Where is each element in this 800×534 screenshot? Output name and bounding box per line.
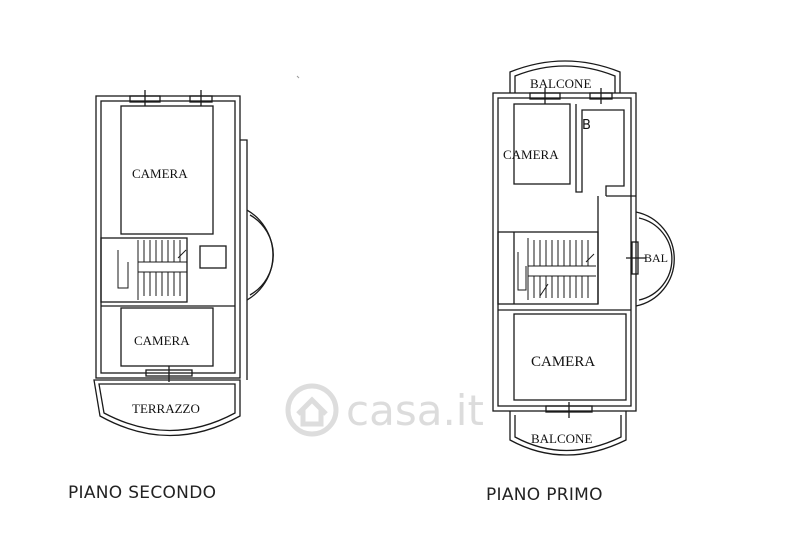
room-b	[575, 104, 625, 196]
label-camera-bottom: CAMERA	[134, 333, 190, 348]
watermark: casa.it	[285, 383, 484, 437]
terrazzo-outline	[93, 379, 241, 437]
balcone-bottom-inner	[514, 415, 622, 452]
outer-wall	[492, 92, 637, 412]
floor-title-first: PIANO PRIMO	[486, 485, 603, 505]
plan-first-floor	[492, 60, 675, 456]
watermark-text: casa.it	[346, 386, 484, 435]
label-camera-top: CAMERA	[132, 166, 188, 181]
floor-title-second: PIANO SECONDO	[68, 483, 216, 503]
stair-treads	[517, 238, 596, 300]
window-mark-bottom	[545, 402, 593, 418]
side-bal-arc-inner	[638, 217, 673, 301]
room-camera-top	[120, 105, 214, 235]
room-camera-main	[513, 313, 627, 401]
side-bal-arc	[635, 211, 675, 307]
watermark-logo-icon	[285, 383, 339, 437]
stair-treads	[117, 240, 187, 300]
plan-second-floor	[93, 90, 274, 437]
room-camera-bottom	[120, 307, 214, 367]
stair-block	[497, 231, 599, 305]
side-bay-arc-inner	[249, 214, 274, 296]
window-mark-bottom	[145, 366, 193, 382]
label-balcone-top: BALCONE	[530, 76, 591, 91]
terrazzo-inner	[98, 383, 236, 432]
label-camera-main: CAMERA	[531, 354, 595, 370]
label-bal: BAL	[644, 251, 668, 265]
outer-wall	[95, 95, 241, 379]
inner-wall	[100, 100, 236, 374]
label-balcone-bottom: BALCONE	[531, 431, 592, 446]
window-marks-top	[129, 90, 213, 106]
label-b: B	[582, 118, 591, 133]
stray-mark	[296, 75, 300, 79]
side-bay	[240, 139, 248, 380]
balcone-bottom-outline	[509, 411, 627, 456]
room-camera-top	[513, 103, 571, 185]
balcone-top-inner	[514, 65, 616, 93]
balcone-top-outline	[509, 60, 621, 93]
chimney-block	[199, 245, 227, 269]
label-camera-top: CAMERA	[503, 147, 559, 162]
window-marks-top	[529, 88, 613, 104]
stair-block	[100, 237, 188, 303]
label-terrazzo: TERRAZZO	[132, 401, 200, 416]
